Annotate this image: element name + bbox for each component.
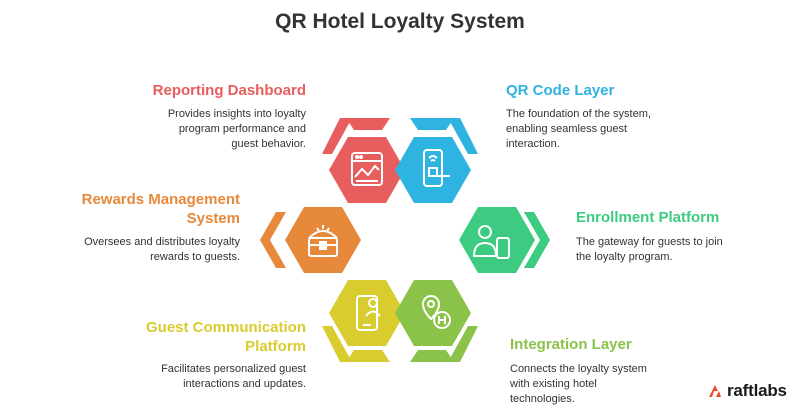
- enrollment-heading: Enrollment Platform: [576, 209, 720, 226]
- page-title: QR Hotel Loyalty System: [275, 10, 525, 33]
- enrollment-description-line: the loyalty program.: [576, 251, 673, 263]
- reporting-accent: [322, 118, 352, 154]
- integration-heading: Integration Layer: [510, 336, 632, 353]
- qr-code-description: The foundation of the system, enabling s…: [506, 107, 706, 152]
- qr-code-description-line: interaction.: [506, 138, 560, 150]
- raftlabs-logo-icon: [709, 385, 721, 397]
- rewards-heading: Rewards Management System: [60, 190, 240, 228]
- treasure-chest-icon: [308, 225, 338, 257]
- rewards-chevron: [260, 212, 286, 268]
- qr-code-segment: [395, 118, 478, 203]
- hotel-location-icon: [421, 294, 451, 329]
- communication-description: Facilitates personalized guest interacti…: [106, 362, 306, 392]
- door-lock-icon: [423, 149, 450, 187]
- rewards-description-line: rewards to guests.: [150, 251, 240, 263]
- communication-description-line: interactions and updates.: [183, 378, 306, 390]
- communication-accent: [322, 326, 352, 362]
- reporting-segment: [322, 118, 405, 203]
- integration-accent-bottom: [410, 350, 454, 362]
- integration-segment: [395, 280, 478, 362]
- qr-code-description-line: enabling seamless guest: [506, 123, 628, 135]
- qr-code-hexagon: [395, 137, 471, 203]
- communication-heading: Guest Communication Platform: [100, 318, 306, 356]
- person-phone-icon: [472, 225, 510, 259]
- communication-hexagon: [329, 280, 405, 346]
- communication-heading-line: Platform: [245, 338, 306, 355]
- qr-code-heading: QR Code Layer: [506, 82, 615, 99]
- qr-code-accent-top: [410, 118, 454, 130]
- enrollment-chevron: [524, 212, 550, 268]
- enrollment-description: The gateway for guests to join the loyal…: [576, 235, 776, 265]
- reporting-description: Provides insights into loyalty program p…: [120, 107, 306, 152]
- phone-user-icon: [356, 295, 381, 331]
- communication-description-line: Facilitates personalized guest: [161, 363, 306, 375]
- communication-accent-bottom: [346, 350, 390, 362]
- reporting-description-line: Provides insights into loyalty: [167, 108, 306, 120]
- reporting-accent-top: [346, 118, 390, 130]
- reporting-hexagon: [329, 137, 405, 203]
- communication-heading-line: Guest Communication: [145, 319, 306, 336]
- integration-description-line: Connects the loyalty system: [510, 363, 647, 375]
- integration-hexagon: [395, 280, 471, 346]
- rewards-segment: [260, 207, 361, 273]
- enrollment-description-line: The gateway for guests to join: [576, 236, 723, 248]
- rewards-heading-line: Rewards Management: [81, 191, 240, 208]
- rewards-description: Oversees and distributes loyalty rewards…: [40, 235, 240, 265]
- reporting-description-line: guest behavior.: [231, 138, 306, 150]
- integration-accent: [448, 326, 478, 362]
- reporting-heading: Reporting Dashboard: [152, 82, 306, 99]
- enrollment-segment: [459, 207, 550, 273]
- rewards-hexagon: [285, 207, 361, 273]
- brand-name: raftlabs: [727, 381, 787, 400]
- rewards-heading-line: System: [186, 210, 240, 227]
- integration-description: Connects the loyalty system with existin…: [510, 362, 690, 407]
- dashboard-window-icon: [351, 152, 383, 186]
- rewards-description-line: Oversees and distributes loyalty: [84, 236, 240, 248]
- reporting-description-line: program performance and: [178, 123, 306, 135]
- brand-logo: raftlabs: [707, 381, 787, 401]
- integration-description-line: technologies.: [510, 393, 575, 405]
- qr-code-description-line: The foundation of the system,: [506, 108, 651, 120]
- communication-segment: [322, 280, 405, 362]
- integration-description-line: with existing hotel: [510, 378, 597, 390]
- qr-code-accent: [448, 118, 478, 154]
